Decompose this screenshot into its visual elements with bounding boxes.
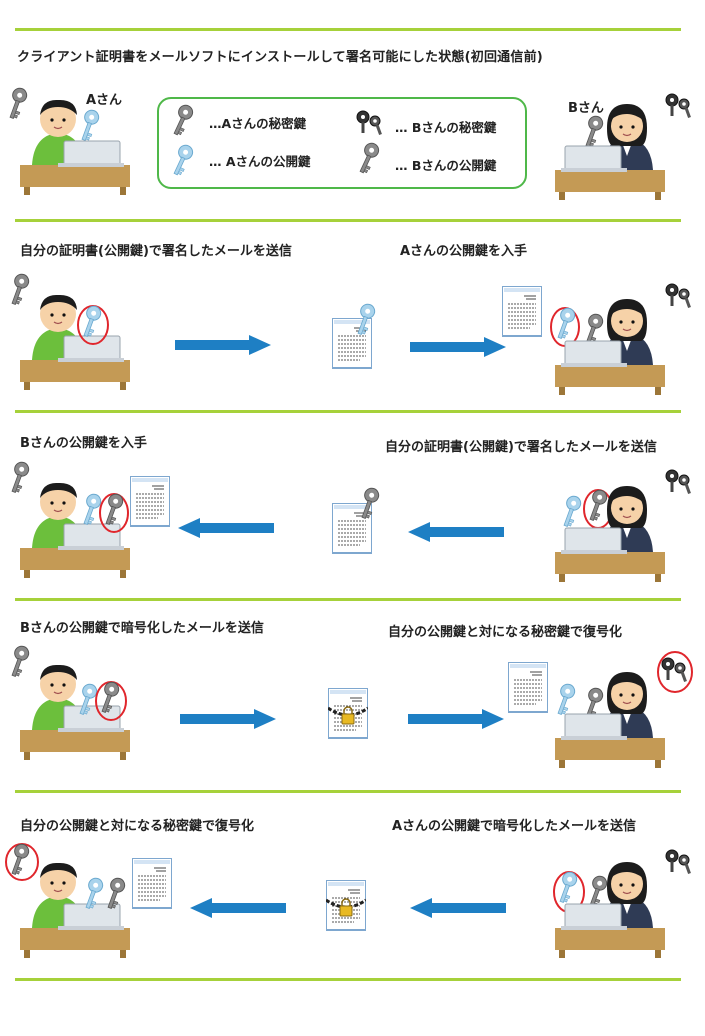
divider-line [15, 978, 681, 981]
a-public-key-icon [168, 142, 196, 178]
arrow-right-icon [408, 709, 504, 729]
person-a-label: Aさん [86, 93, 123, 108]
person-b-icon [555, 103, 665, 200]
person-b-icon [555, 861, 665, 958]
b-public-key-icon [354, 140, 382, 176]
person-a-icon [20, 99, 130, 195]
divider-line [15, 790, 681, 793]
key-legend: …Aさんの秘密鍵 … Aさんの公開鍵 … Bさんの秘密鍵 … Bさんの公開鍵 [157, 97, 527, 189]
step1-right-label: Aさんの公開鍵を入手 [400, 244, 528, 259]
b-private-key-icon [356, 110, 383, 136]
legend-b-private: … Bさんの秘密鍵 [395, 120, 497, 135]
step2-left-label: Bさんの公開鍵を入手 [20, 436, 147, 451]
step3-right-label: 自分の公開鍵と対になる秘密鍵で復号化 [388, 625, 623, 640]
arrow-left-icon [408, 522, 504, 542]
arrow-left-icon [410, 898, 506, 918]
b-public-key-icon [356, 485, 382, 521]
b-private-key-icon [665, 283, 692, 309]
document-icon [508, 662, 548, 713]
step1-left-label: 自分の証明書(公開鍵)で署名したメールを送信 [20, 244, 292, 259]
person-b-icon [555, 671, 665, 768]
page-title: クライアント証明書をメールソフトにインストールして署名可能にした状態(初回通信前… [17, 50, 543, 65]
encrypted-document-icon [326, 880, 366, 932]
document-icon [132, 858, 172, 909]
b-private-key-icon [665, 93, 692, 119]
step3-left-label: Bさんの公開鍵で暗号化したメールを送信 [20, 621, 264, 636]
a-private-key-icon [168, 102, 196, 138]
step4-left-label: 自分の公開鍵と対になる秘密鍵で復号化 [20, 819, 255, 834]
person-a-icon [20, 294, 130, 390]
highlight-circle [657, 651, 693, 693]
arrow-right-icon [175, 335, 271, 355]
divider-line [15, 28, 681, 31]
step4-right-label: Aさんの公開鍵で暗号化したメールを送信 [392, 819, 637, 834]
divider-line [15, 410, 681, 413]
a-public-key-icon [352, 301, 378, 337]
arrow-left-icon [190, 898, 286, 918]
legend-b-public: … Bさんの公開鍵 [395, 158, 497, 173]
document-icon [502, 286, 542, 337]
document-icon [130, 476, 170, 527]
person-b-icon [555, 298, 665, 395]
b-private-key-icon [665, 849, 692, 875]
legend-a-private: …Aさんの秘密鍵 [209, 116, 307, 131]
person-b-icon [555, 485, 665, 582]
arrow-right-icon [180, 709, 276, 729]
encrypted-document-icon [328, 688, 368, 740]
b-private-key-icon [665, 469, 692, 495]
divider-line [15, 598, 681, 601]
person-b-label: Bさん [568, 101, 604, 116]
arrow-left-icon [178, 518, 274, 538]
step2-right-label: 自分の証明書(公開鍵)で署名したメールを送信 [385, 440, 657, 455]
legend-a-public: … Aさんの公開鍵 [209, 154, 311, 169]
divider-line [15, 219, 681, 222]
arrow-right-icon [410, 337, 506, 357]
